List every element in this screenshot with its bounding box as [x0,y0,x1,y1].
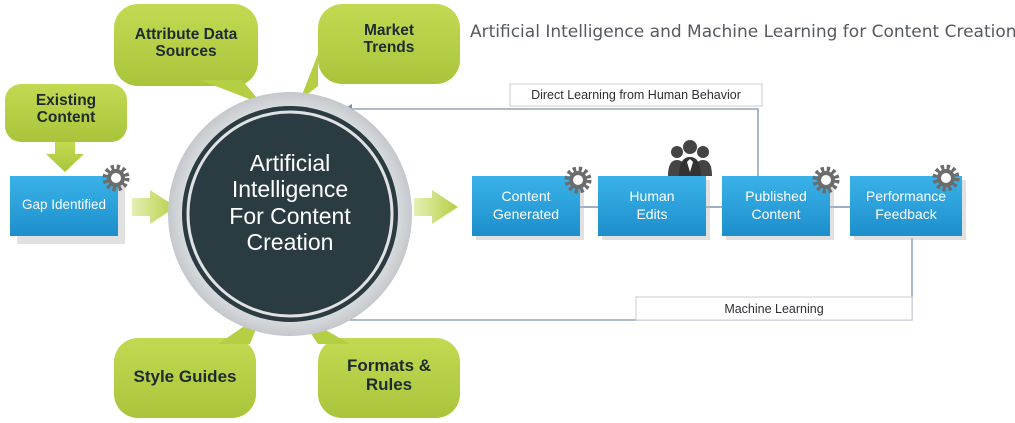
performance-feedback-label: Performance Feedback [850,188,962,223]
market-trends-label: Market Trends [318,22,460,56]
page-title: Artificial Intelligence and Machine Lear… [470,22,1015,42]
attribute-sources-line1: Attribute Data [134,26,238,43]
attribute-sources-line2: Sources [155,43,217,61]
market-trends-line1: Market [364,22,414,39]
formats-rules-label: Formats & Rules [318,356,460,394]
gap-identified-box [10,176,125,244]
hub-line1: Artificial [249,150,331,176]
published-content-label: Published Content [722,188,830,223]
published-content-line2: Content [751,205,801,222]
market-trends-bubble [300,4,460,100]
formats-rules-line2: Rules [365,374,413,394]
published-content-line1: Published [745,188,807,204]
content-generated-line2: Generated [492,205,560,222]
human-edits-box [598,176,710,240]
formats-rules-line1: Formats & [346,356,432,375]
gap-identified-line1: Gap Identified [21,197,107,212]
style-guides-line1: Style Guides [133,367,237,386]
content-generated-label: Content Generated [472,188,580,223]
machine-learning-label-box [635,296,913,321]
published-content-box [722,176,834,240]
arrow-right-icon [132,190,176,224]
direct-learning-label: Direct Learning from Human Behavior [531,88,741,102]
performance-feedback-line1: Performance [865,188,947,204]
market-trends-line2: Trends [363,39,415,57]
arrow-down-icon [46,142,84,172]
human-edits-line2: Edits [636,205,668,222]
content-generated-box [472,176,584,240]
human-edits-line1: Human [629,188,675,204]
direct-learning-label-box [509,83,763,107]
hub-line3: For Content [229,202,351,229]
people-icon [668,140,712,176]
gear-icon [935,167,957,189]
performance-feedback-line2: Feedback [875,205,937,222]
hub-line2: Intelligence [231,176,349,203]
gap-identified-label: Gap Identified [10,197,118,214]
arrow-right-icon [414,190,458,224]
style-guides-bubble [114,314,262,418]
existing-content-line2: Content [36,109,96,127]
existing-content-bubble [5,84,127,142]
gear-icon [105,167,127,189]
hub-circle [168,92,412,336]
attribute-sources-label: Attribute Data Sources [114,26,258,60]
hub-label: Artificial Intelligence For Content Crea… [205,150,375,256]
style-guides-label: Style Guides [114,367,256,387]
attribute-sources-bubble [114,4,262,104]
hub-line4: Creation [246,229,334,256]
existing-content-line1: Existing [35,92,97,109]
human-edits-label: Human Edits [598,188,706,223]
content-generated-line1: Content [501,188,551,204]
machine-learning-label: Machine Learning [724,302,824,316]
existing-content-label: Existing Content [5,92,127,126]
